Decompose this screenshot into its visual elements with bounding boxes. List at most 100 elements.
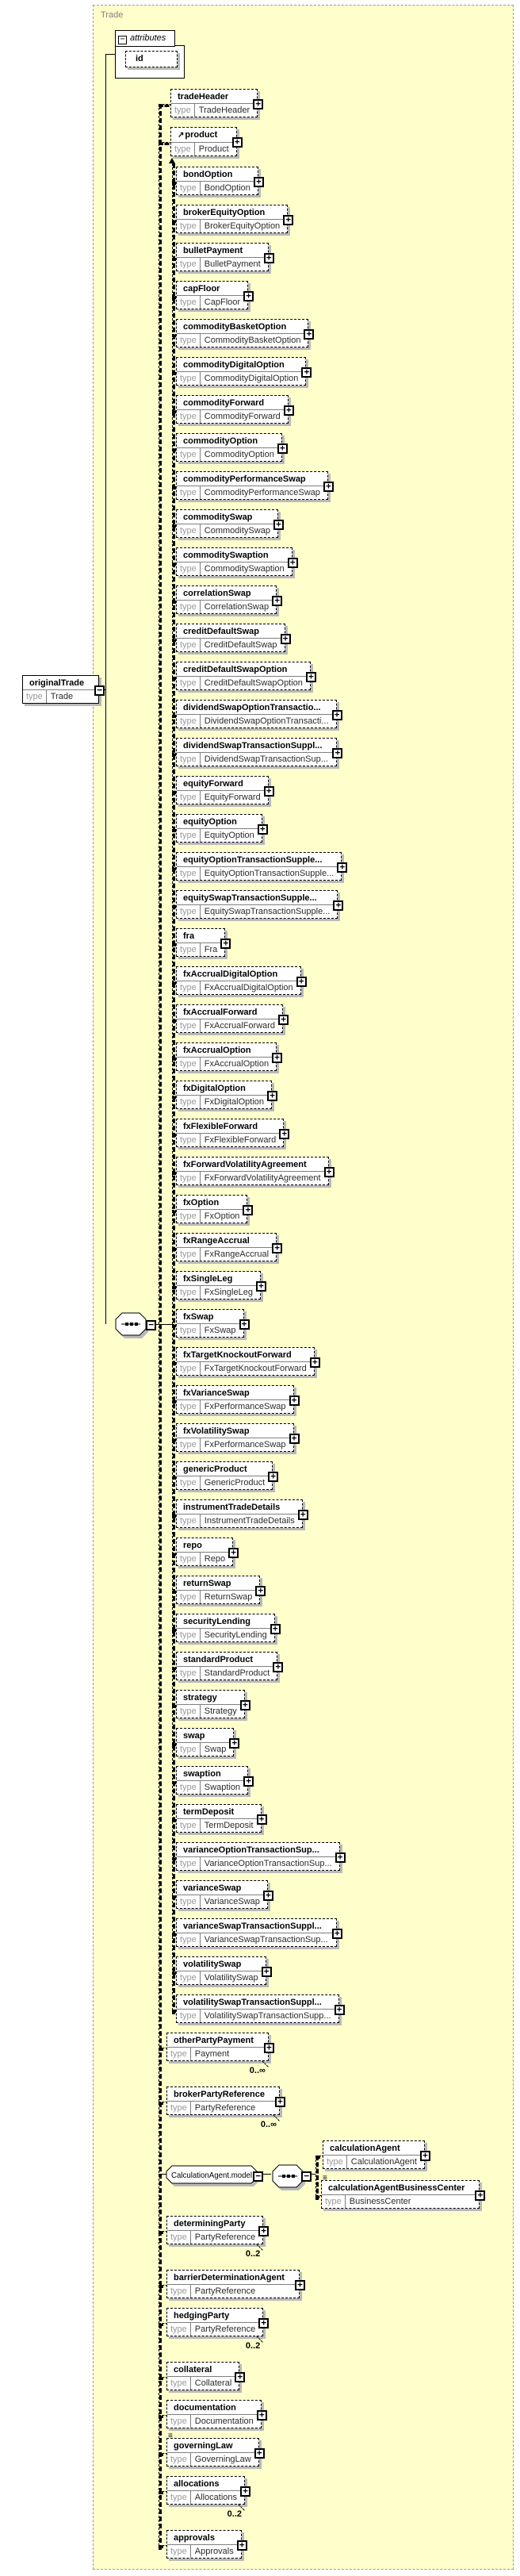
expand-icon[interactable]: + bbox=[229, 1738, 240, 1749]
expand-icon[interactable]: + bbox=[235, 2372, 246, 2382]
expand-icon[interactable]: + bbox=[267, 1091, 277, 1101]
expand-icon[interactable]: + bbox=[228, 1548, 239, 1558]
expand-icon[interactable]: + bbox=[263, 786, 274, 797]
expand-icon[interactable]: + bbox=[297, 1510, 308, 1520]
expand-icon[interactable]: + bbox=[240, 2486, 250, 2497]
collapse-icon[interactable]: − bbox=[301, 2171, 312, 2182]
expand-icon[interactable]: + bbox=[273, 1662, 284, 1672]
expand-icon[interactable]: + bbox=[263, 2043, 274, 2053]
expand-icon[interactable]: + bbox=[253, 177, 264, 187]
collapse-icon[interactable]: − bbox=[94, 685, 105, 696]
expand-icon[interactable]: + bbox=[305, 672, 316, 682]
expand-icon[interactable]: + bbox=[301, 367, 312, 378]
expand-icon[interactable]: + bbox=[419, 2151, 430, 2161]
expand-icon[interactable]: + bbox=[274, 2097, 285, 2107]
collapse-icon[interactable]: − bbox=[118, 36, 127, 44]
group-calculation-agent-model[interactable]: CalculationAgent.model bbox=[166, 2165, 263, 2190]
expand-icon[interactable]: + bbox=[335, 1852, 346, 1863]
expand-icon[interactable]: + bbox=[309, 1357, 320, 1368]
expand-icon[interactable]: + bbox=[333, 900, 344, 911]
expand-icon[interactable]: + bbox=[255, 1281, 266, 1292]
expand-icon[interactable]: + bbox=[273, 520, 284, 530]
expand-icon[interactable]: + bbox=[323, 1167, 335, 1177]
collapse-icon[interactable]: − bbox=[253, 2171, 263, 2182]
expand-icon[interactable]: + bbox=[257, 824, 268, 835]
expand-icon[interactable]: + bbox=[332, 748, 343, 758]
expand-icon[interactable]: + bbox=[262, 1891, 273, 1901]
attribute-id-box[interactable]: id bbox=[125, 51, 178, 67]
expand-icon[interactable]: + bbox=[304, 329, 315, 340]
expand-icon[interactable]: + bbox=[272, 1053, 283, 1063]
expand-icon[interactable]: + bbox=[258, 2318, 270, 2328]
expand-icon[interactable]: + bbox=[254, 2448, 265, 2459]
expand-icon[interactable]: + bbox=[283, 215, 294, 225]
expand-icon[interactable]: + bbox=[283, 405, 294, 416]
expand-icon[interactable]: + bbox=[239, 1319, 250, 1330]
expand-icon[interactable]: + bbox=[331, 1929, 342, 1939]
expand-icon[interactable]: + bbox=[243, 1776, 254, 1787]
expand-icon[interactable]: + bbox=[239, 1700, 250, 1710]
expand-icon[interactable]: + bbox=[278, 1015, 289, 1025]
collapse-icon[interactable]: − bbox=[146, 1320, 156, 1330]
sequence-icon[interactable] bbox=[271, 2163, 306, 2192]
sequence-icon[interactable] bbox=[114, 1311, 149, 1340]
expand-icon[interactable]: + bbox=[263, 253, 274, 263]
expand-icon[interactable]: + bbox=[287, 558, 298, 568]
expand-icon[interactable]: + bbox=[243, 1205, 254, 1215]
expand-icon[interactable]: + bbox=[337, 862, 348, 873]
expand-icon[interactable]: + bbox=[323, 482, 334, 492]
expand-icon[interactable]: + bbox=[256, 1814, 267, 1825]
expand-icon[interactable]: + bbox=[253, 99, 264, 109]
expand-icon[interactable]: + bbox=[236, 2540, 247, 2551]
expand-icon[interactable]: + bbox=[258, 2226, 270, 2236]
expand-icon[interactable]: + bbox=[277, 443, 288, 454]
expand-icon[interactable]: + bbox=[272, 1243, 283, 1253]
element-box-originalTrade[interactable]: originalTrade type Trade − bbox=[22, 675, 105, 704]
